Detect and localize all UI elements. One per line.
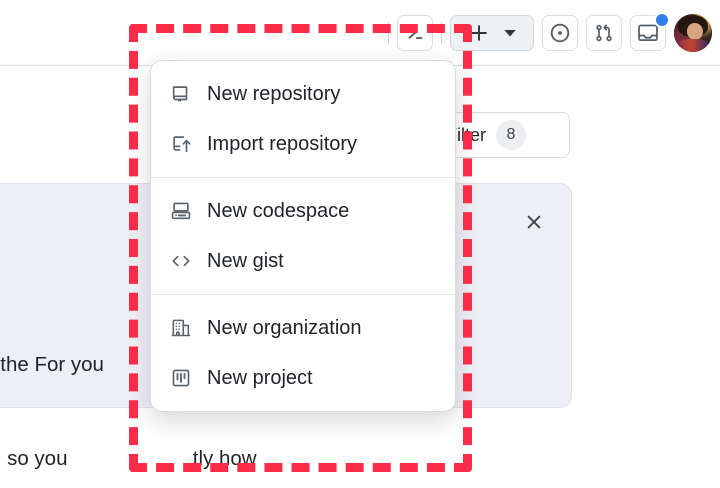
menu-item-new-repository[interactable]: New repository	[151, 69, 455, 119]
filter-count-badge: 8	[496, 120, 526, 150]
terminal-icon	[404, 22, 426, 44]
plus-icon	[468, 22, 490, 44]
organization-icon	[169, 316, 193, 340]
menu-item-label: New project	[207, 366, 313, 389]
menu-item-label: New repository	[207, 82, 341, 105]
notification-indicator-dot	[654, 11, 670, 28]
create-new-dropdown-menu: New repository Import repository	[150, 60, 456, 412]
terminal-button[interactable]	[397, 14, 433, 51]
avatar-face	[687, 22, 703, 40]
notifications-button[interactable]	[630, 11, 670, 51]
chevron-down-icon	[503, 26, 517, 40]
card-text-line-2: iltering so you tly how	[0, 446, 257, 470]
repo-icon	[169, 82, 193, 106]
menu-item-new-gist[interactable]: New gist	[151, 236, 455, 286]
create-new-button[interactable]	[450, 14, 534, 51]
menu-item-import-repository[interactable]: Import repository	[151, 119, 455, 169]
top-header-bar	[0, 0, 720, 66]
avatar-shoulder	[677, 38, 709, 52]
header-divider-2	[441, 21, 442, 44]
menu-section-repositories: New repository Import repository	[151, 61, 455, 177]
close-icon[interactable]	[523, 211, 545, 233]
menu-item-label: Import repository	[207, 132, 358, 155]
project-icon	[169, 366, 193, 390]
menu-item-new-codespace[interactable]: New codespace	[151, 186, 455, 236]
pull-requests-button[interactable]	[586, 14, 622, 51]
repo-push-icon	[169, 132, 193, 156]
menu-item-label: New gist	[207, 249, 284, 272]
issues-button[interactable]	[542, 14, 578, 51]
menu-item-new-organization[interactable]: New organization	[151, 303, 455, 353]
issue-opened-icon	[548, 21, 572, 45]
code-icon	[169, 249, 193, 273]
codespaces-icon	[169, 199, 193, 223]
git-pull-request-icon	[593, 22, 615, 44]
header-divider	[388, 21, 389, 44]
avatar[interactable]	[674, 13, 712, 52]
menu-item-new-project[interactable]: New project	[151, 353, 455, 403]
menu-section-codespaces: New codespace New gist	[151, 177, 455, 294]
menu-section-organizations: New organization New project	[151, 294, 455, 411]
menu-item-label: New codespace	[207, 199, 350, 222]
menu-item-label: New organization	[207, 316, 362, 339]
